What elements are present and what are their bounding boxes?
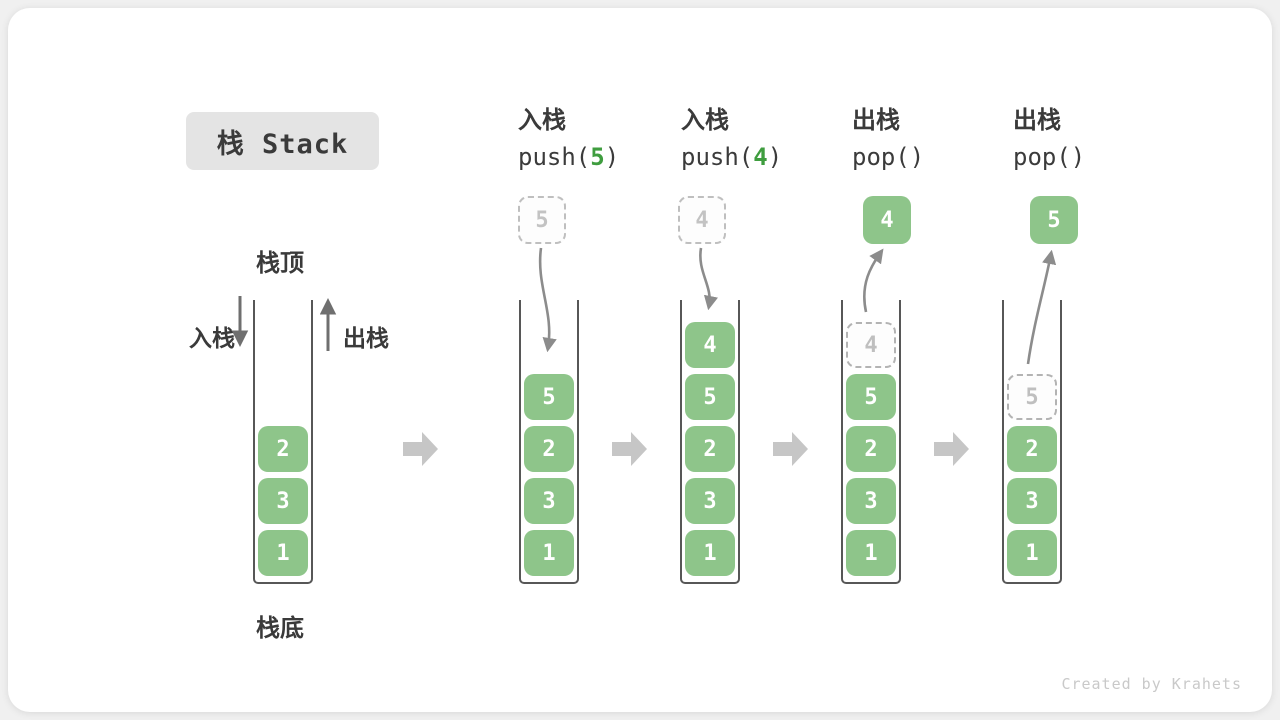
stack-cell: 1 (846, 530, 896, 576)
code-post: ) (1070, 143, 1086, 171)
step-code-label: pop() (852, 143, 924, 171)
stack-container-step3: 4 5 2 3 1 (841, 300, 901, 584)
stack-cell: 2 (1007, 426, 1057, 472)
stack-cell-removed: 4 (846, 322, 896, 368)
code-arg: 5 (590, 143, 605, 171)
stack-items: 5 2 3 1 (1007, 374, 1057, 576)
stack-cell: 5 (524, 374, 574, 420)
push-direction-label: 入栈 (189, 325, 235, 351)
stack-cell: 2 (258, 426, 308, 472)
stack-top-label: 栈顶 (256, 250, 304, 277)
code-post: ) (604, 143, 620, 171)
stack-cell: 2 (685, 426, 735, 472)
stack-cell: 3 (524, 478, 574, 524)
step-label-pop4: 出栈 pop() (852, 107, 924, 171)
code-arg: 4 (753, 143, 768, 171)
stack-cell: 5 (685, 374, 735, 420)
stack-cell: 1 (1007, 530, 1057, 576)
popped-value-box: 5 (1030, 196, 1078, 244)
pop-direction-label: 出栈 (343, 325, 389, 351)
stack-cell: 4 (685, 322, 735, 368)
stack-cell: 2 (524, 426, 574, 472)
step-code-label: pop() (1013, 143, 1085, 171)
stack-cell: 3 (1007, 478, 1057, 524)
step-operation-label: 入栈 (681, 107, 729, 134)
incoming-value-box: 4 (678, 196, 726, 244)
code-pre: push( (681, 143, 754, 171)
stack-container-step1: 5 2 3 1 (519, 300, 579, 584)
code-pre: push( (518, 143, 591, 171)
stack-cell: 3 (846, 478, 896, 524)
stack-cell: 3 (258, 478, 308, 524)
stack-items: 4 5 2 3 1 (846, 322, 896, 576)
stack-bottom-label: 栈底 (256, 615, 304, 642)
step-label-pop5: 出栈 pop() (1013, 107, 1085, 171)
stack-container-initial: 2 3 1 (253, 300, 313, 584)
incoming-value-box: 5 (518, 196, 566, 244)
code-pre: pop( (1013, 143, 1071, 171)
stack-cell: 2 (846, 426, 896, 472)
step-operation-label: 出栈 (1013, 107, 1061, 134)
step-code-label: push(5) (518, 143, 619, 171)
popped-value-box: 4 (863, 196, 911, 244)
stack-cell: 1 (258, 530, 308, 576)
stack-cell: 5 (846, 374, 896, 420)
code-pre: pop( (852, 143, 910, 171)
stack-items: 5 2 3 1 (524, 374, 574, 576)
stack-items: 4 5 2 3 1 (685, 322, 735, 576)
stack-items: 2 3 1 (258, 426, 308, 576)
stack-cell: 1 (685, 530, 735, 576)
step-label-push5: 入栈 push(5) (518, 107, 619, 171)
code-post: ) (767, 143, 783, 171)
stack-container-step2: 4 5 2 3 1 (680, 300, 740, 584)
stack-cell: 3 (685, 478, 735, 524)
step-label-push4: 入栈 push(4) (681, 107, 782, 171)
title-label: 栈 Stack (216, 128, 349, 160)
watermark: Created by Krahets (1061, 675, 1242, 693)
title-box: 栈 Stack (186, 112, 379, 170)
step-operation-label: 出栈 (852, 107, 900, 134)
stack-cell-removed: 5 (1007, 374, 1057, 420)
stack-container-step4: 5 2 3 1 (1002, 300, 1062, 584)
code-post: ) (909, 143, 925, 171)
step-code-label: push(4) (681, 143, 782, 171)
stack-cell: 1 (524, 530, 574, 576)
step-operation-label: 入栈 (518, 107, 566, 134)
